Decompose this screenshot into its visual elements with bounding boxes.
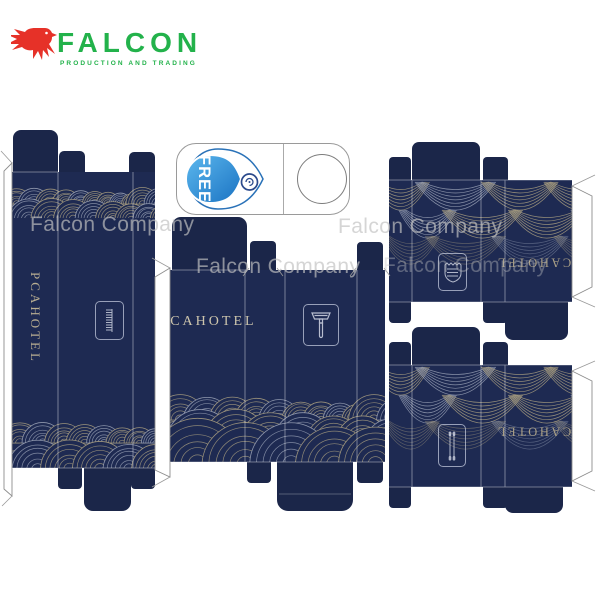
hotel-name-bottom-right-box: PCAHOTEL xyxy=(495,424,581,439)
bottom-right-box-top-tab-1 xyxy=(389,342,411,365)
top-right-box-top-tab-2 xyxy=(483,157,508,180)
left-box-top-lid-flap xyxy=(13,130,58,173)
cotton-swab-icon xyxy=(438,424,466,467)
left-box-bottom-tab-1 xyxy=(58,468,82,489)
middle-box-top-tab-1 xyxy=(250,241,276,270)
bottom-right-box-top-tab-2 xyxy=(483,342,508,365)
middle-box-bottom-lid-flap xyxy=(277,462,353,511)
watermark: Falcon Company xyxy=(30,213,195,236)
free-label: FREE xyxy=(195,155,213,203)
drape-pattern-bottom-right xyxy=(389,366,572,450)
brand-tagline: PRODUCTION AND TRADING xyxy=(60,60,197,67)
tag-hole xyxy=(297,154,347,204)
hotel-name-left-box: PCAHOTEL xyxy=(28,272,43,364)
middle-box-top-lid-flap xyxy=(172,217,247,270)
left-box-top-tab-1 xyxy=(59,151,85,173)
left-box-bottom-tab-2 xyxy=(131,468,155,489)
bottom-right-box-bottom-tab-1 xyxy=(389,487,411,508)
wave-pattern-middle-bottom xyxy=(170,394,385,462)
watermark: Falcon Company xyxy=(383,254,548,277)
watermark: Falcon Company xyxy=(196,255,361,278)
top-right-box-bottom-tab-1 xyxy=(389,302,411,323)
hang-tag: FREE xyxy=(176,143,350,215)
tag-mini-logo xyxy=(240,173,259,191)
watermark: Falcon Company xyxy=(338,215,503,238)
top-right-box-glue-flap xyxy=(571,185,593,298)
free-water-drop: FREE xyxy=(185,148,264,210)
tag-divider-line xyxy=(283,144,284,214)
comb-icon xyxy=(95,301,124,340)
middle-box-glue-flap xyxy=(154,267,171,478)
top-right-box-bottom-tab-2 xyxy=(483,302,508,323)
top-right-box-top-lid-flap xyxy=(412,142,480,180)
brand-name: FALCON xyxy=(57,27,203,58)
bottom-right-box-bottom-lid-flap xyxy=(505,487,563,513)
razor-icon xyxy=(303,304,339,346)
left-box-top-tab-2 xyxy=(129,152,155,173)
left-box-bottom-lid-flap xyxy=(84,468,131,511)
falcon-logo-icon xyxy=(11,28,57,60)
wave-pattern-left-bottom xyxy=(12,422,155,468)
bottom-right-box-top-lid-flap xyxy=(412,327,480,365)
middle-box-top-tab-2 xyxy=(357,242,383,270)
hotel-name-middle-box: PCAHOTEL xyxy=(159,314,257,329)
top-right-box-top-tab-1 xyxy=(389,157,411,180)
left-box-glue-flap xyxy=(3,161,13,497)
middle-box-bottom-tab-2 xyxy=(357,462,383,483)
wave-pattern-left-top xyxy=(12,187,155,218)
top-right-box-bottom-lid-flap xyxy=(505,302,568,340)
middle-box-bottom-tab-1 xyxy=(247,462,271,483)
bottom-right-box-bottom-tab-2 xyxy=(483,487,508,508)
